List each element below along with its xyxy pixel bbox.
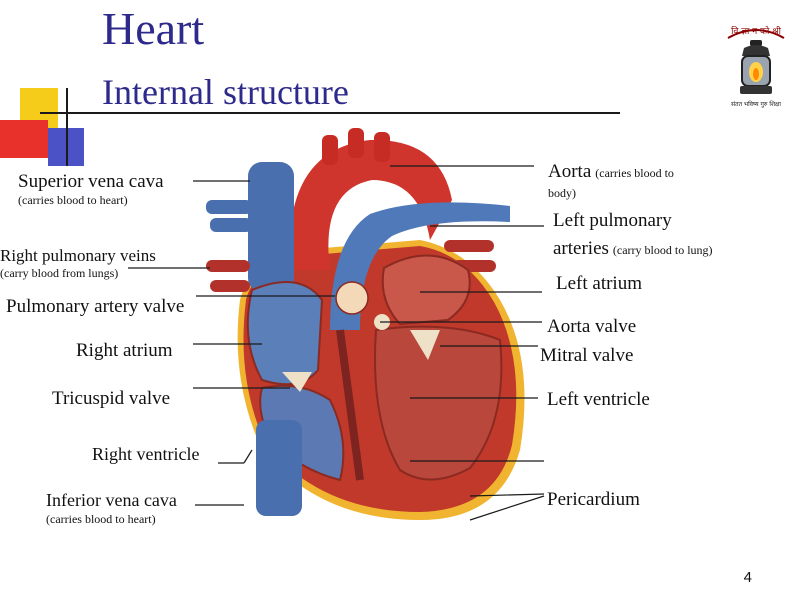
label-right-pulmonary-veins: Right pulmonary veins	[0, 246, 156, 265]
note-left-pulmonary-arteries: (carry blood to lung)	[612, 243, 713, 257]
logo-text-bottom: संतत भविष्य गुरु शिक्षा	[731, 100, 781, 108]
label-pericardium: Pericardium	[547, 489, 640, 510]
label-tricuspid-valve: Tricuspid valve	[52, 388, 171, 409]
note-superior-vena-cava: (carries blood to heart)	[18, 193, 128, 207]
lantern-icon: वि ज्ञा न को श्री संतत भविष्य गुरु शिक्ष…	[727, 25, 785, 108]
label-inferior-vena-cava: Inferior vena cava	[46, 490, 177, 510]
label-left-ventricle: Left ventricle	[547, 389, 650, 410]
label-pulmonary-artery-valve: Pulmonary artery valve	[6, 296, 185, 317]
accent-square-red	[0, 120, 48, 158]
label-right-atrium: Right atrium	[76, 340, 173, 361]
lantern-logo: वि ज्ञा न को श्री संतत भविष्य गुरु शिक्ष…	[722, 20, 790, 110]
label-aorta: Aorta	[548, 161, 592, 182]
label-aorta-group: Aorta (carries blood to	[548, 161, 674, 183]
label-left-pulmonary-arteries-line2: arteries (carry blood to lung)	[553, 238, 713, 260]
label-mitral-valve: Mitral valve	[540, 345, 634, 366]
label-superior-vena-cava: Superior vena cava	[18, 171, 164, 192]
slide-subtitle: Internal structure	[102, 72, 349, 112]
accent-vertical-rule	[66, 88, 68, 166]
note-right-pulmonary-veins: (carry blood from lungs)	[0, 266, 119, 280]
title-underline	[40, 112, 620, 114]
note-aorta-1: (carries blood to	[595, 166, 674, 180]
label-left-pulmonary-arteries-line1: Left pulmonary	[553, 210, 672, 231]
label-right-ventricle: Right ventricle	[92, 444, 200, 464]
label-left-atrium: Left atrium	[556, 273, 642, 294]
slide-title: Heart	[102, 3, 205, 54]
label-aorta-valve: Aorta valve	[547, 316, 637, 337]
logo-text-top: वि ज्ञा न को श्री	[731, 25, 781, 37]
page-number: 4	[743, 569, 752, 586]
note-aorta-2: body)	[548, 186, 576, 200]
note-inferior-vena-cava: (carries blood to heart)	[46, 512, 156, 526]
label-left-pulmonary-arteries: arteries	[553, 238, 609, 259]
